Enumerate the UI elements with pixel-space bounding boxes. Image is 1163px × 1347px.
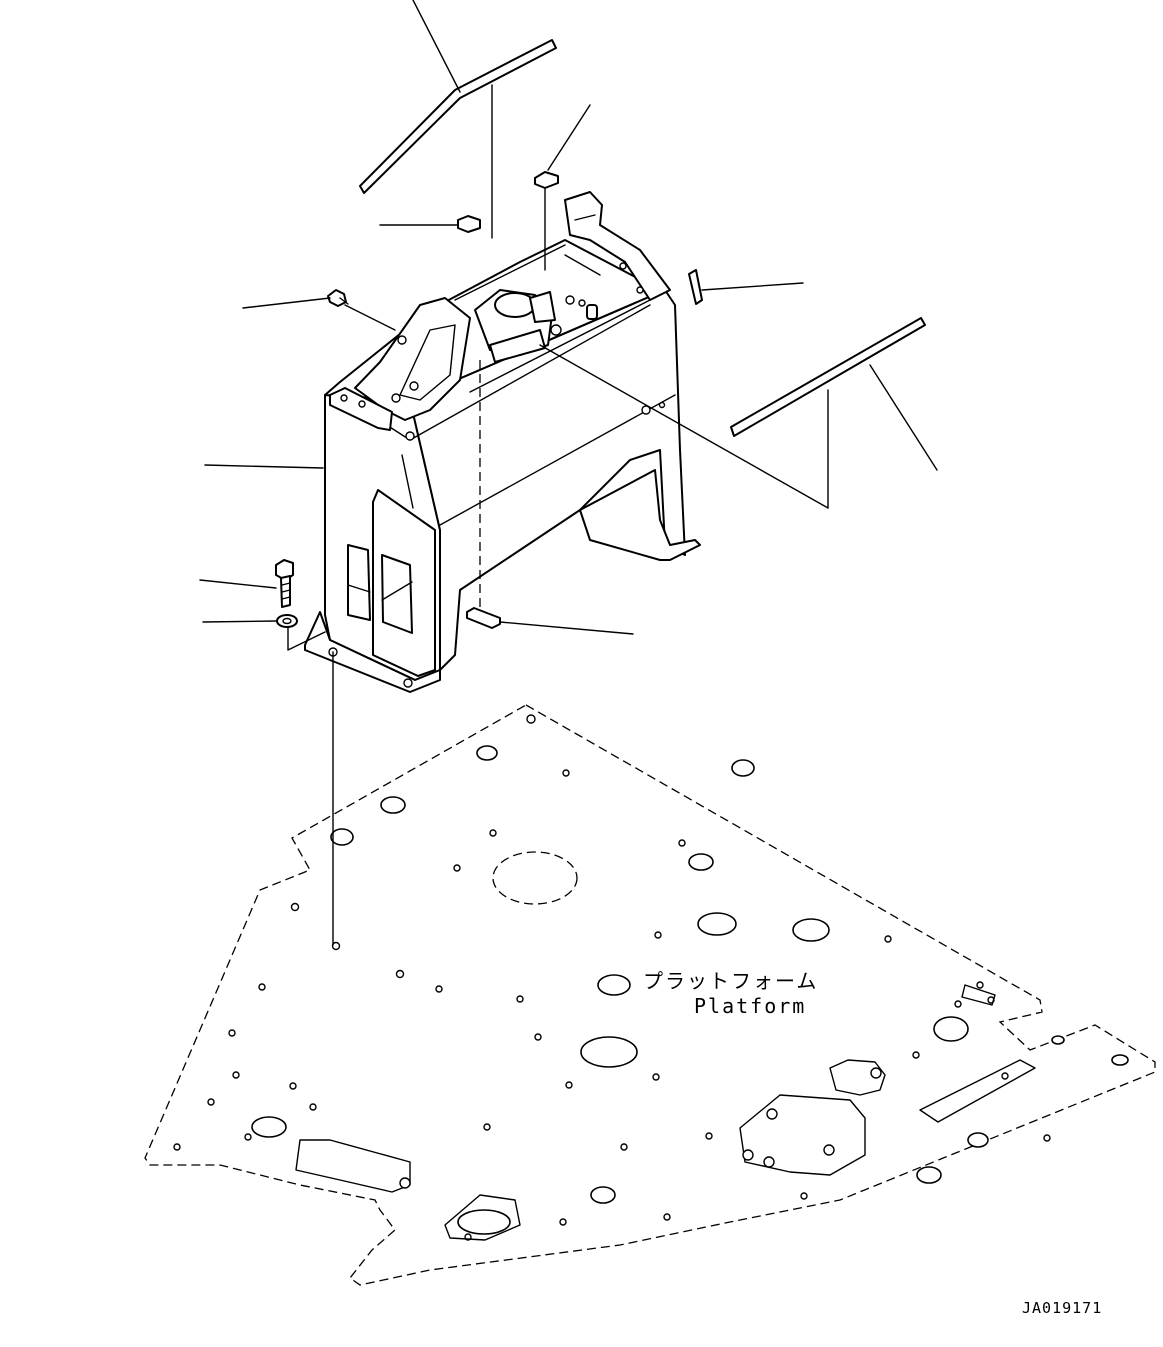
platform-label-en: Platform: [694, 994, 806, 1018]
trim-strip-left: [359, 39, 557, 194]
drawing-code: JA019171: [1022, 1299, 1102, 1317]
pad-left: [457, 215, 481, 233]
console-box: [304, 191, 701, 693]
pad-bottom: [466, 607, 501, 629]
bolt: [275, 559, 294, 608]
platform-bolt-holes: [173, 714, 1051, 1241]
pad-top: [534, 171, 559, 189]
trim-strip-right: [730, 317, 926, 437]
platform-plate: [144, 704, 1156, 1286]
clip-right: [688, 269, 703, 305]
screw: [327, 289, 349, 307]
platform-label-jp: プラットフォーム: [643, 969, 818, 993]
leader-lines: [199, 0, 938, 946]
washer: [276, 614, 298, 628]
